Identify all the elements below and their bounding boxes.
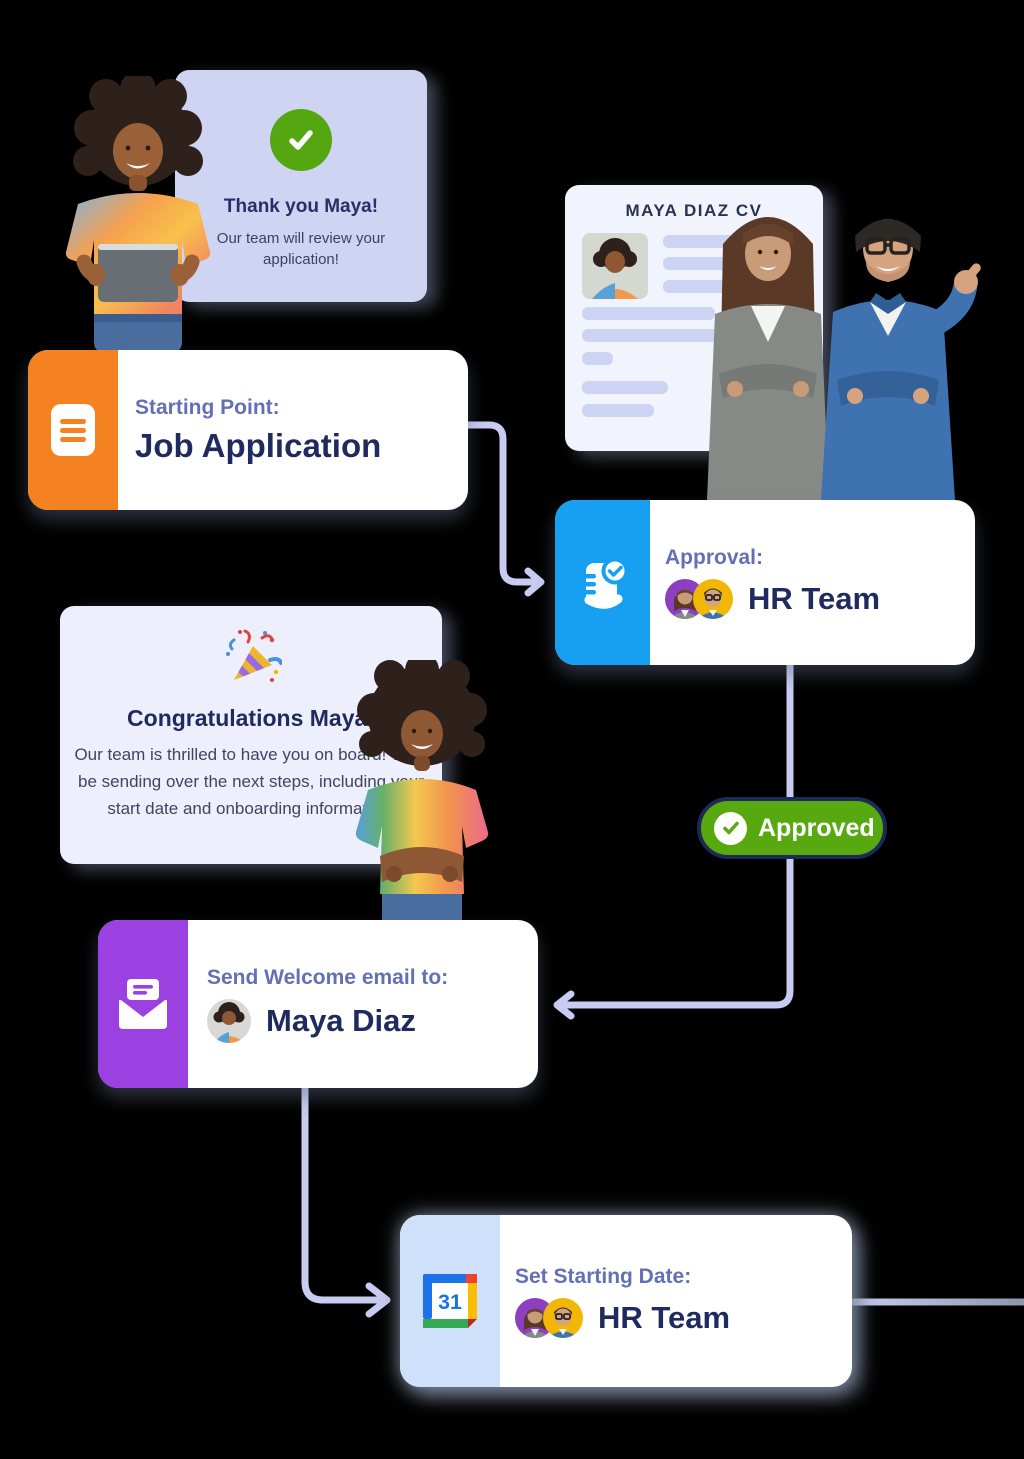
cv-text-line — [582, 352, 613, 365]
man-fist — [954, 270, 978, 294]
party-popper-icon — [226, 629, 282, 682]
google-calendar-icon: 31 — [423, 1274, 477, 1328]
man-hair — [855, 219, 921, 252]
tablet — [98, 244, 178, 302]
cv-text-line — [582, 329, 754, 342]
calendar-day: 31 — [438, 1290, 462, 1314]
approved-label: Approved — [758, 813, 875, 842]
thank-you-card: Thank you Maya! Our team will review you… — [175, 70, 427, 302]
approval-title: HR Team — [748, 581, 881, 616]
man-face — [863, 219, 913, 277]
thank-you-body: Our team will review your application! — [216, 230, 386, 268]
calendar-avatars — [515, 1297, 583, 1338]
arrowhead-right-2 — [365, 1282, 391, 1318]
glasses — [865, 237, 911, 255]
congratulations-card: Congratulations Maya! Our team is thrill… — [60, 606, 442, 864]
approval-doc-check-icon — [579, 557, 628, 609]
email-avatar — [207, 998, 251, 1043]
calendar-label: Set Starting Date: — [515, 1264, 692, 1288]
form-icon — [51, 404, 95, 456]
cv-photo-thumbnail — [582, 233, 648, 299]
starting-point-label: Starting Point: — [135, 395, 280, 419]
arrow-start-to-approval — [464, 421, 542, 586]
check-icon — [270, 109, 332, 171]
cv-text-line — [663, 280, 773, 293]
set-starting-date-card: 31 Set Starting Date: — [400, 1215, 852, 1387]
jeans — [94, 318, 182, 352]
approval-avatars — [665, 579, 733, 619]
man-raised-arm — [923, 276, 977, 336]
starting-point-card: Starting Point: Job Application — [28, 350, 468, 510]
cv-text-line — [582, 381, 668, 394]
arrow-email-to-calendar — [301, 1085, 385, 1304]
cv-text-line — [582, 307, 715, 320]
congratulations-body: Our team is thrilled to have you on boar… — [74, 745, 428, 819]
send-email-card: Send Welcome email to: Maya Diaz — [98, 920, 538, 1088]
cv-text-line — [582, 404, 654, 417]
thank-you-title: Thank you Maya! — [223, 196, 379, 217]
cv-text-line — [663, 257, 796, 270]
approval-label: Approval: — [665, 546, 764, 569]
calendar-title: HR Team — [598, 1299, 731, 1335]
cv-text-line — [663, 235, 803, 248]
starting-point-title: Job Application — [135, 426, 382, 464]
calendar-accent: 31 — [400, 1215, 500, 1387]
cv-title: MAYA DIAZ CV — [625, 201, 763, 220]
man-shirt — [821, 300, 955, 500]
man-crossed-arms — [837, 371, 939, 406]
arrowhead-left-1 — [553, 990, 575, 1020]
avatar-hr-man — [693, 579, 733, 619]
approval-accent — [555, 500, 650, 665]
email-label: Send Welcome email to: — [207, 965, 449, 989]
avatar-maya — [207, 998, 251, 1043]
open-envelope-icon — [119, 979, 167, 1029]
email-title: Maya Diaz — [266, 1002, 416, 1038]
starting-point-accent — [28, 350, 118, 510]
approved-badge: Approved — [697, 797, 887, 859]
arrowhead-right-1 — [524, 567, 545, 597]
face — [113, 123, 163, 179]
cv-card: MAYA DIAZ CV — [565, 185, 823, 451]
congratulations-title: Congratulations Maya! — [127, 705, 375, 731]
approval-card: Approval: — [555, 500, 975, 665]
email-accent — [98, 920, 188, 1088]
avatar-hr-man — [543, 1297, 583, 1338]
approved-check-icon — [714, 811, 747, 845]
